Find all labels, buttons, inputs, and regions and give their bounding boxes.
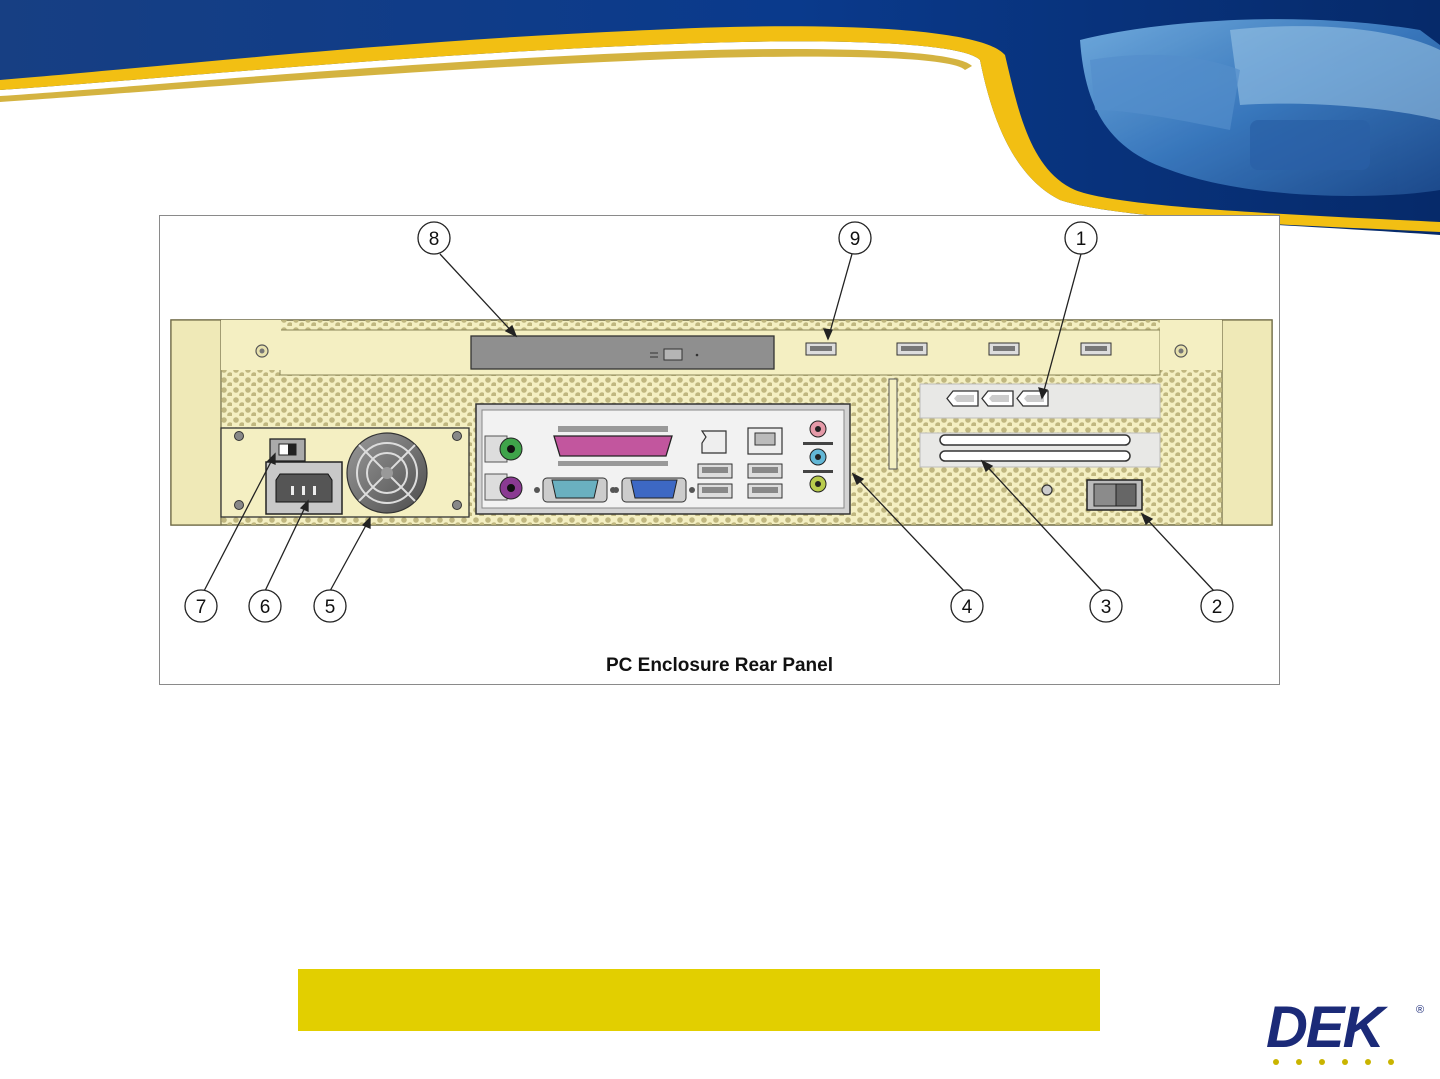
svg-text:4: 4 [962, 597, 973, 618]
fan-icon [347, 433, 427, 513]
expansion-slot-covers [920, 433, 1160, 467]
firewire-port-icon[interactable] [982, 391, 1013, 406]
audio-jack-icon[interactable] [810, 421, 826, 437]
logo-dots [1270, 1056, 1420, 1068]
callout-5: 5 [314, 590, 346, 622]
usb-port-icon[interactable] [989, 343, 1019, 355]
rocker-switch-icon[interactable] [1087, 480, 1142, 510]
callout-4: 4 [951, 590, 983, 622]
callout-6: 6 [249, 590, 281, 622]
registered-mark: ® [1416, 1004, 1424, 1016]
audio-jack-icon[interactable] [810, 449, 826, 465]
power-supply-panel [221, 428, 469, 517]
usb-port-icon[interactable] [698, 484, 732, 498]
ps2-port-icon[interactable] [485, 436, 522, 462]
svg-text:8: 8 [429, 229, 440, 250]
highlight-bar [298, 969, 1100, 1031]
callout-7: 7 [185, 590, 217, 622]
callout-2: 2 [1201, 590, 1233, 622]
motherboard-io-panel [476, 404, 850, 514]
usb-port-icon[interactable] [1081, 343, 1111, 355]
vga-port-icon[interactable] [613, 478, 695, 502]
rear-panel-figure: 8 9 1 7 6 5 4 3 2 PC Enclosure Rear Pane… [159, 215, 1280, 685]
svg-text:1: 1 [1076, 229, 1087, 250]
callout-9: 9 [839, 222, 871, 254]
callout-3: 3 [1090, 590, 1122, 622]
logo-text: DEK [1266, 996, 1382, 1060]
svg-text:6: 6 [260, 597, 271, 618]
ps2-port-icon[interactable] [485, 474, 522, 500]
firewire-port-icon[interactable] [702, 431, 726, 453]
header-banner [0, 0, 1440, 235]
callout-8: 8 [418, 222, 450, 254]
usb-port-icon[interactable] [897, 343, 927, 355]
svg-text:7: 7 [196, 597, 207, 618]
usb-port-icon[interactable] [698, 464, 732, 478]
dek-logo: DEK ® [1262, 996, 1432, 1074]
usb-port-icon[interactable] [806, 343, 836, 355]
rear-panel-diagram: 8 9 1 7 6 5 4 3 2 [160, 216, 1281, 686]
figure-caption: PC Enclosure Rear Panel [160, 655, 1279, 677]
optical-drive[interactable] [471, 336, 774, 369]
screw-icon [1042, 485, 1052, 495]
ethernet-port-icon[interactable] [748, 428, 782, 454]
audio-jack-icon[interactable] [810, 476, 826, 492]
svg-text:5: 5 [325, 597, 336, 618]
serial-port-icon[interactable] [534, 478, 616, 502]
svg-text:9: 9 [850, 229, 861, 250]
callout-1: 1 [1065, 222, 1097, 254]
svg-text:2: 2 [1212, 597, 1223, 618]
usb-port-icon[interactable] [748, 464, 782, 478]
svg-text:3: 3 [1101, 597, 1112, 618]
firewire-port-icon[interactable] [947, 391, 978, 406]
usb-port-icon[interactable] [748, 484, 782, 498]
